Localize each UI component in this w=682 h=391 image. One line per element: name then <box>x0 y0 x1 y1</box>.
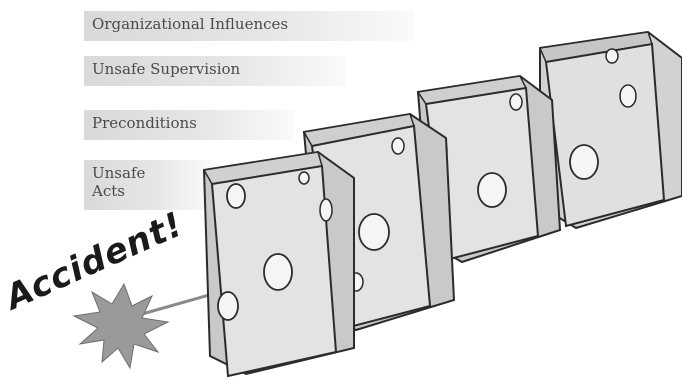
accident-burst-icon <box>74 284 168 368</box>
cheese-hole <box>320 199 332 221</box>
cheese-hole <box>299 172 309 184</box>
cheese-hole <box>620 85 636 107</box>
cheese-hole <box>359 214 389 250</box>
cheese-hole <box>392 138 404 154</box>
cheese-hole <box>218 292 238 320</box>
cheese-hole <box>606 49 618 63</box>
cheese-hole <box>478 173 506 207</box>
cheese-hole <box>510 94 522 110</box>
cheese-hole <box>227 184 245 208</box>
cheese-slice-organizational-influences <box>540 32 682 228</box>
cheese-hole <box>570 145 598 179</box>
cheese-slice-unsafe-acts <box>204 152 354 376</box>
cheese-hole <box>264 254 292 290</box>
